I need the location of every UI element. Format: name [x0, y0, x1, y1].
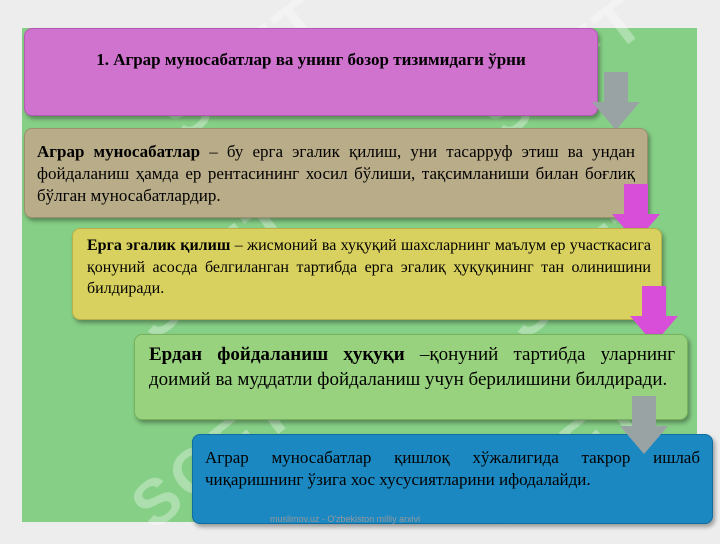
down-arrow-icon [620, 396, 668, 454]
definition-box-agrarian-relations: Аграр муносабатлар – бу ерга эгалик қили… [24, 128, 648, 218]
summary-box: Аграр муносабатлар қишлоқ хўжалигида так… [192, 434, 713, 524]
definition-text: –қонуний тартибда уларнинг доимий ва муд… [149, 344, 676, 390]
definition-box-land-use-right: Ердан фойдаланиш ҳуқуқи –қонуний тартибд… [134, 334, 688, 420]
footer-text: muslimov.uz - O'zbekiston milliy arxivi [270, 514, 421, 524]
definition-box-land-ownership: Ерга эгалик қилиш – жисмоний ва хуқуқий … [72, 228, 662, 320]
term: Аграр муносабатлар [37, 142, 201, 161]
term: Ерга эгалик қилиш [87, 237, 231, 254]
title-box: 1. Аграр муносабатлар ва унинг бозор тиз… [24, 28, 598, 116]
summary-text: Аграр муносабатлар қишлоқ хўжалигида так… [205, 448, 700, 490]
down-arrow-icon [630, 286, 678, 344]
term: Ердан фойдаланиш ҳуқуқи [149, 344, 405, 365]
down-arrow-icon [592, 72, 640, 130]
slide-title: 1. Аграр муносабатлар ва унинг бозор тиз… [96, 50, 526, 69]
definition-text: – бу ерга эгалик қилиш, уни тасарруф эти… [37, 142, 636, 206]
definition-text: – жисмоний ва хуқуқий шахсларнинг маълум… [87, 237, 652, 298]
